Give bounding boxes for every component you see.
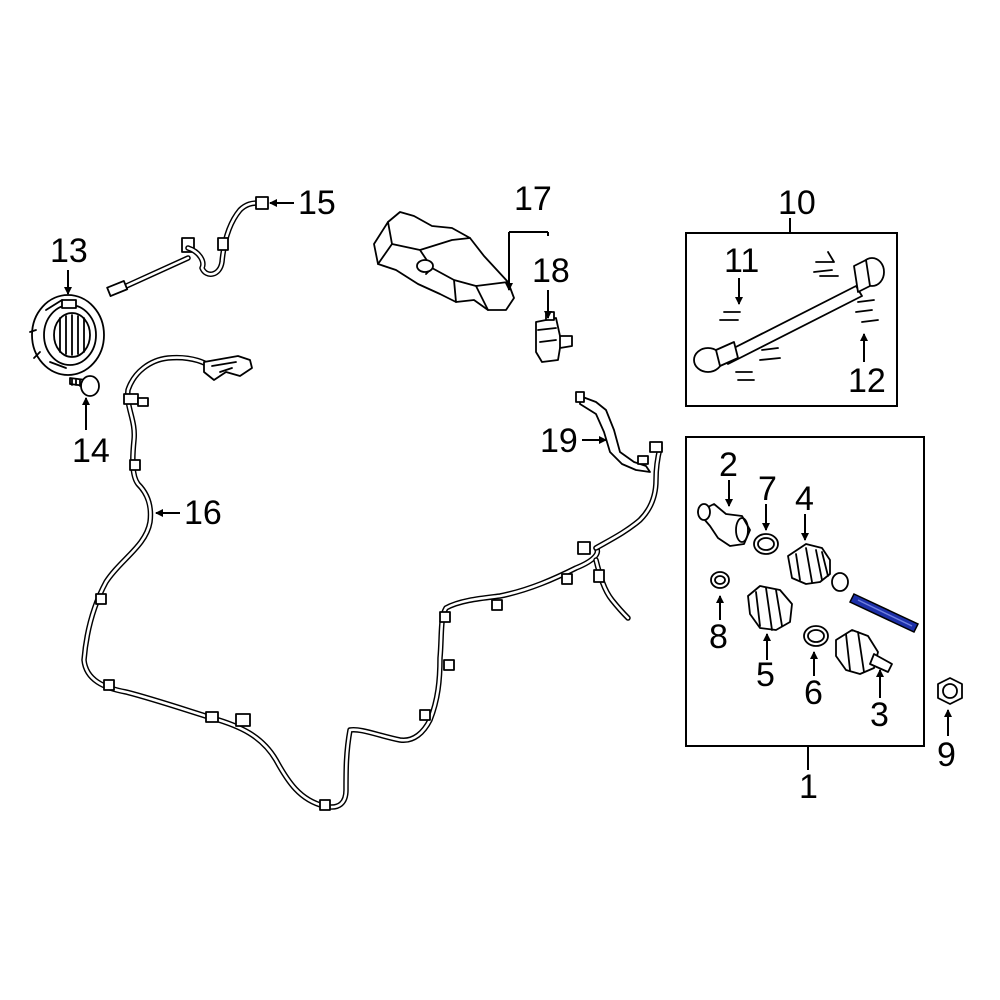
part-15-sensor-harness[interactable] bbox=[106, 196, 269, 297]
callout-9: 9 bbox=[937, 736, 956, 774]
part-2-inner-joint[interactable] bbox=[697, 503, 751, 547]
part-6-ring[interactable] bbox=[803, 625, 829, 647]
callout-3: 3 bbox=[870, 696, 889, 734]
callout-12: 12 bbox=[848, 362, 886, 400]
callout-4: 4 bbox=[795, 480, 814, 518]
part-19-bracket[interactable] bbox=[575, 391, 651, 473]
part-7-ring[interactable] bbox=[753, 533, 779, 555]
part-17-control-module[interactable] bbox=[373, 211, 515, 311]
part-13-sensor-ring[interactable] bbox=[29, 294, 105, 376]
part-9-nut[interactable] bbox=[937, 677, 963, 705]
part-8-ring[interactable] bbox=[710, 571, 730, 589]
part-14-bolt[interactable] bbox=[69, 375, 100, 397]
part-16-harness[interactable] bbox=[81, 354, 663, 811]
part-4-boot[interactable] bbox=[787, 543, 849, 592]
callout-labels: 13 14 15 16 17 18 19 10 11 12 1 2 7 4 8 … bbox=[50, 180, 956, 806]
callout-5: 5 bbox=[756, 656, 775, 694]
callout-6: 6 bbox=[804, 674, 823, 712]
leader-lines bbox=[64, 199, 952, 770]
callout-15: 15 bbox=[298, 184, 336, 222]
callout-10: 10 bbox=[778, 184, 816, 222]
callout-14: 14 bbox=[72, 432, 110, 470]
callout-13: 13 bbox=[50, 232, 88, 270]
callout-16: 16 bbox=[184, 494, 222, 532]
part-1-halfshaft-assembly[interactable] bbox=[685, 436, 925, 747]
part-3-outer-joint[interactable] bbox=[835, 629, 893, 675]
callout-17: 17 bbox=[514, 180, 552, 218]
part-3-axle-shaft[interactable] bbox=[848, 593, 920, 633]
part-5-boot[interactable] bbox=[747, 585, 793, 631]
callout-11: 11 bbox=[724, 242, 759, 280]
part-18-sensor[interactable] bbox=[535, 311, 573, 363]
callout-1: 1 bbox=[799, 768, 818, 806]
part-10-driveshaft-assembly[interactable] bbox=[685, 232, 898, 407]
callout-19: 19 bbox=[540, 422, 578, 460]
callout-7: 7 bbox=[758, 470, 777, 508]
callout-8: 8 bbox=[709, 618, 728, 656]
callout-18: 18 bbox=[532, 252, 570, 290]
callout-2: 2 bbox=[719, 446, 738, 484]
